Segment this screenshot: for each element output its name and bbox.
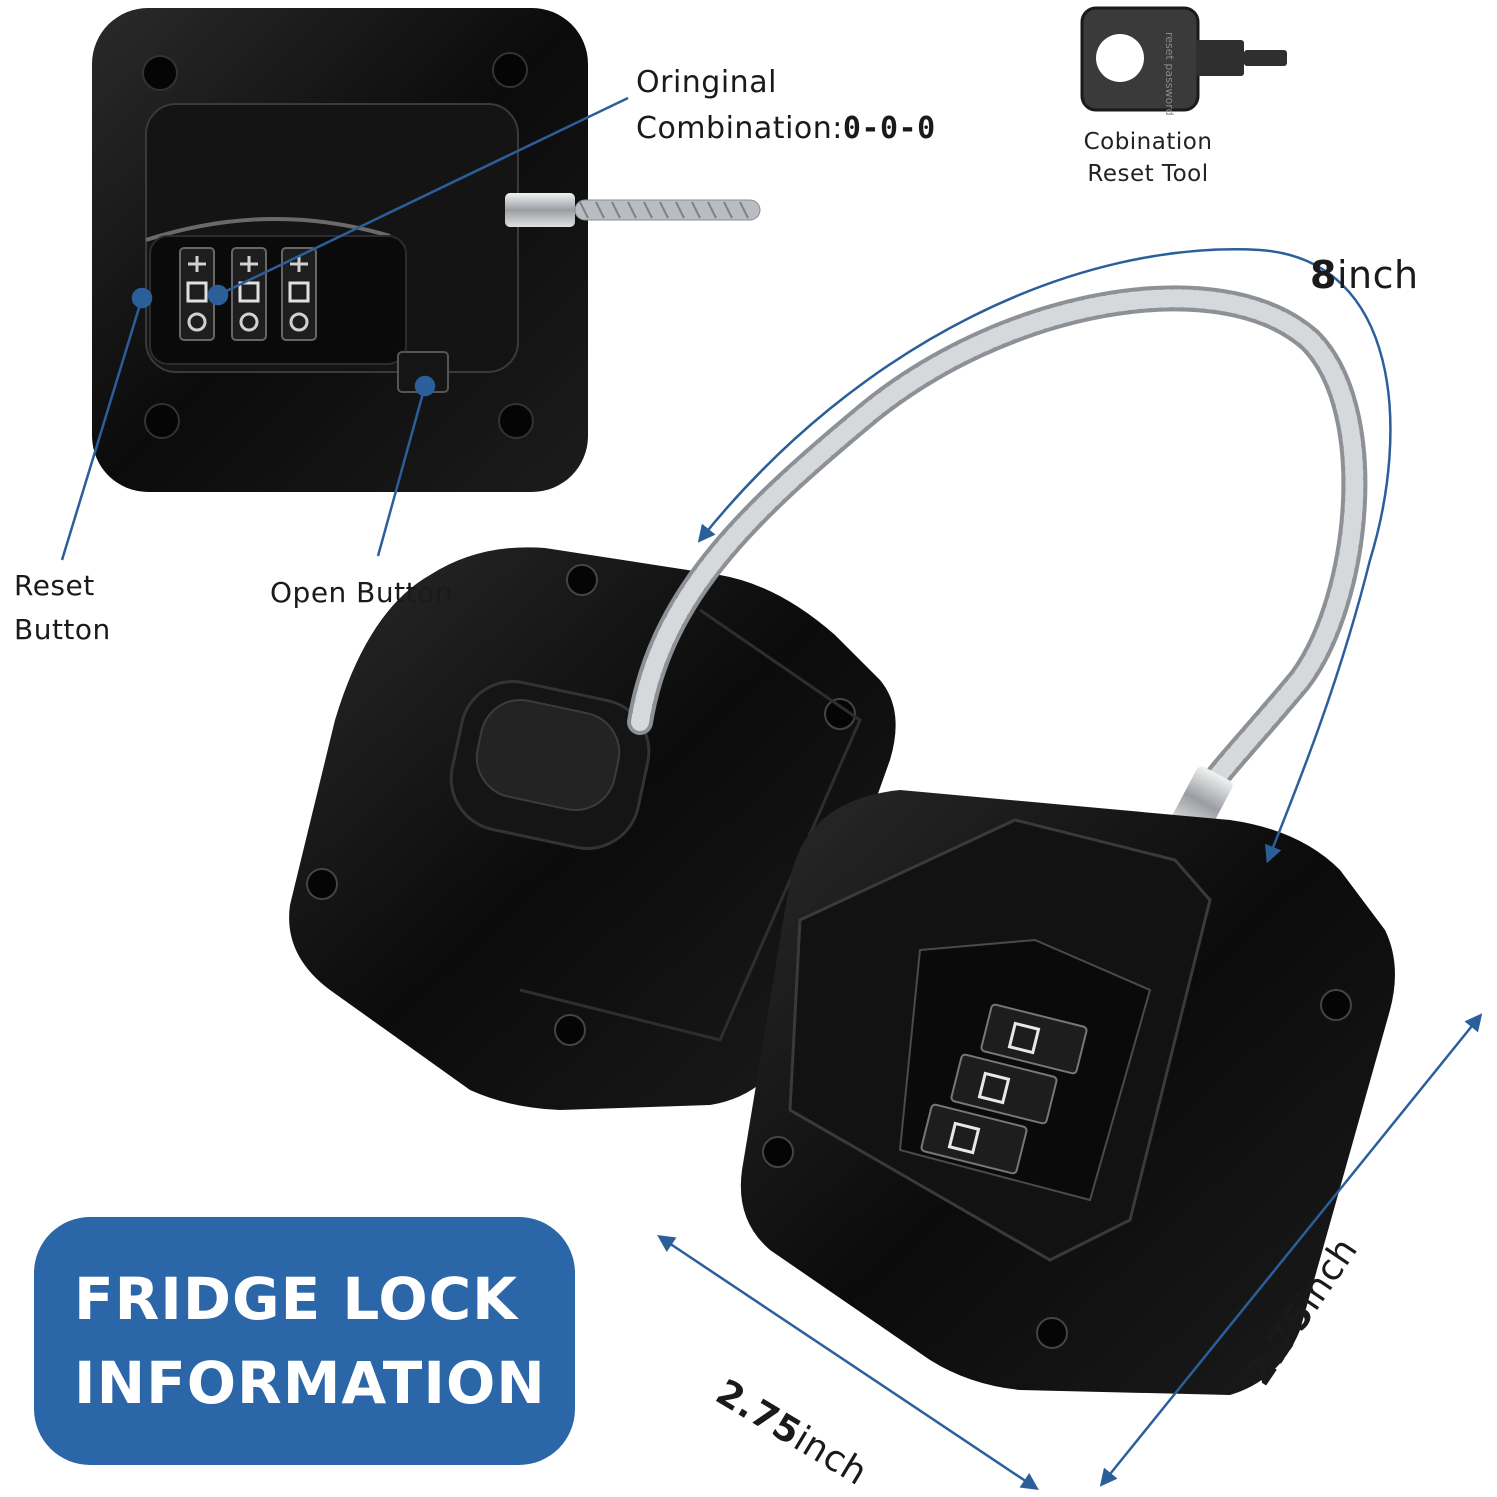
banner-title: FRIDGE LOCK INFORMATION: [74, 1257, 546, 1425]
reset-tool-key: reset password: [1080, 6, 1287, 116]
reset-button-line1: Reset: [14, 569, 95, 602]
open-button-label: Open Button: [270, 576, 453, 609]
dimension-arrows: [657, 248, 1483, 1490]
cable-length-unit: inch: [1336, 253, 1419, 297]
reset-button-line2: Button: [14, 613, 111, 646]
reset-tool-engraving: reset password: [1163, 32, 1176, 116]
banner-line2: INFORMATION: [74, 1349, 546, 1417]
reset-tool-label: Cobination Reset Tool: [1060, 126, 1236, 190]
reset-tool-line2: Reset Tool: [1087, 161, 1209, 187]
original-combination-label: Oringinal Combination:0-0-0: [636, 60, 936, 152]
screw-hole: [498, 403, 534, 439]
reset-tool-line1: Cobination: [1083, 129, 1213, 155]
original-combination-code: 0-0-0: [842, 111, 936, 146]
screw-hole: [492, 52, 528, 88]
combination-dials: [179, 247, 317, 341]
banner-line1: FRIDGE LOCK: [74, 1265, 519, 1333]
screw-hole: [144, 403, 180, 439]
original-combination-line2: Combination:: [636, 111, 843, 146]
screw-hole: [142, 55, 178, 91]
combination-dials-main: [920, 1003, 1088, 1175]
cable-length-value: 8: [1310, 253, 1337, 297]
callout-lines: [60, 96, 629, 561]
fridge-lock-banner: FRIDGE LOCK INFORMATION: [34, 1217, 575, 1465]
cable-length-label: 8inch: [1310, 252, 1419, 298]
original-combination-line1: Oringinal: [636, 65, 777, 100]
reset-button-label: Reset Button: [14, 564, 111, 652]
